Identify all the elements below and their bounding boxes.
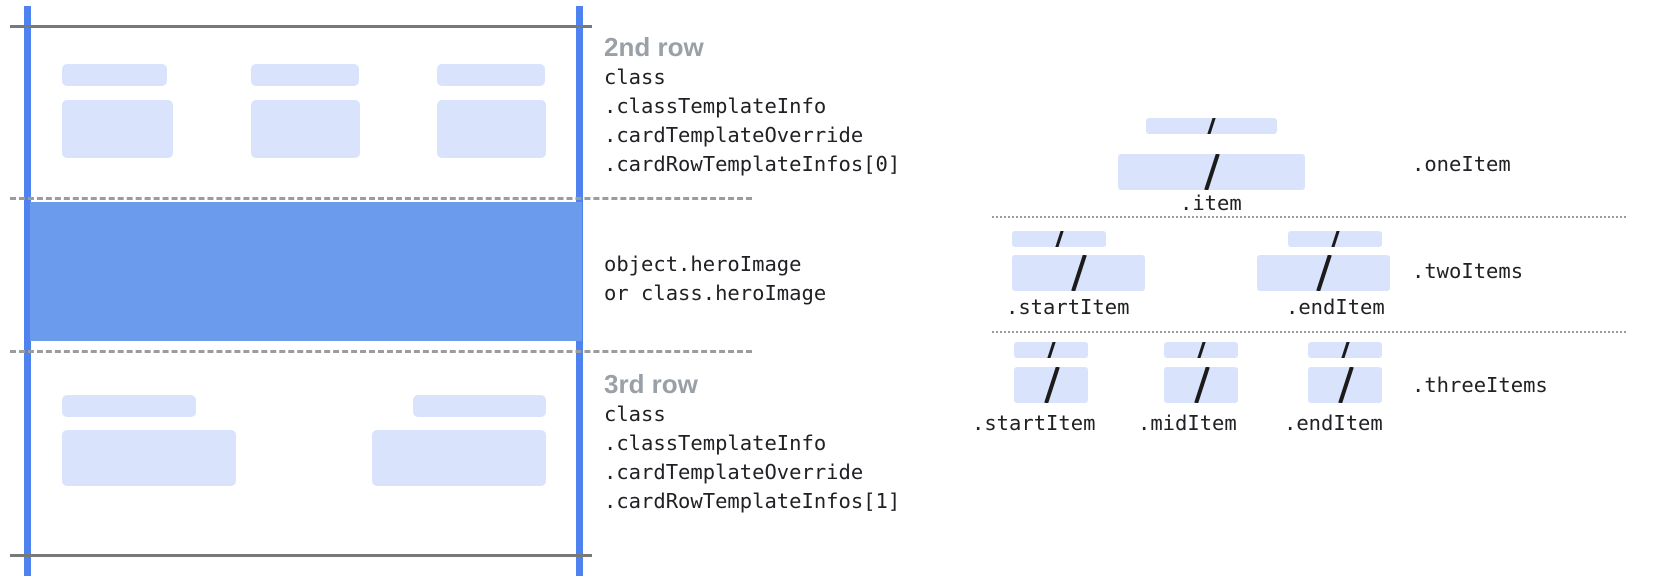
hero-row3-divider	[10, 350, 752, 353]
card-structure-diagram	[0, 0, 752, 584]
card-top-rule	[10, 25, 592, 28]
row2-col3-body-placeholder	[437, 100, 546, 158]
card-bottom-rule	[10, 554, 592, 557]
slash-icon	[1316, 255, 1332, 291]
slash-icon	[1340, 342, 1351, 358]
hero-annotation: object.heroImage or class.heroImage	[604, 250, 826, 308]
item-layout-diagram: .item .oneItem .startItem .endItem .twoI…	[950, 0, 1676, 584]
row2-col1-body-placeholder	[62, 100, 173, 158]
slash-icon	[1196, 342, 1207, 358]
row3-col1-body-placeholder	[62, 430, 236, 486]
slash-icon	[1338, 367, 1354, 403]
row2-annotation-title: 2nd row	[604, 32, 704, 62]
twoitems-startitem-caption: .startItem	[1006, 295, 1130, 319]
threeitems-miditem-caption: .midItem	[1138, 411, 1237, 435]
twoitems-group-label: .twoItems	[1412, 259, 1524, 283]
row2-col3-title-placeholder	[437, 64, 545, 86]
threeitems-miditem-title-placeholder	[1164, 342, 1238, 358]
oneitem-item-caption: .item	[1180, 191, 1242, 215]
twoitems-enditem-title-placeholder	[1288, 231, 1382, 247]
twoitems-threeitems-divider	[992, 331, 1626, 333]
slash-icon	[1046, 342, 1057, 358]
threeitems-group-label: .threeItems	[1412, 373, 1548, 397]
twoitems-enditem-placeholder	[1257, 255, 1390, 291]
threeitems-miditem-placeholder	[1164, 367, 1238, 403]
hero-image-block	[30, 202, 582, 341]
row2-annotation: 2nd row class .classTemplateInfo .cardTe…	[604, 31, 900, 179]
threeitems-startitem-title-placeholder	[1014, 342, 1088, 358]
threeitems-enditem-caption: .endItem	[1284, 411, 1383, 435]
oneitem-twoitems-divider	[992, 216, 1626, 218]
oneitem-item-title-placeholder	[1146, 118, 1277, 134]
threeitems-enditem-placeholder	[1308, 367, 1382, 403]
slash-icon	[1054, 231, 1065, 247]
slash-icon	[1194, 367, 1210, 403]
row3-annotation: 3rd row class .classTemplateInfo .cardTe…	[604, 368, 900, 516]
row2-hero-divider	[10, 197, 752, 200]
twoitems-enditem-caption: .endItem	[1286, 295, 1385, 319]
row3-annotation-code: class .classTemplateInfo .cardTemplateOv…	[604, 402, 901, 513]
threeitems-startitem-placeholder	[1014, 367, 1088, 403]
slash-icon	[1330, 231, 1341, 247]
row3-col1-title-placeholder	[62, 395, 196, 417]
slash-icon	[1204, 154, 1220, 190]
row2-col2-title-placeholder	[251, 64, 359, 86]
row3-annotation-title: 3rd row	[604, 369, 698, 399]
hero-annotation-code: object.heroImage or class.heroImage	[604, 252, 827, 305]
twoitems-startitem-placeholder	[1012, 255, 1145, 291]
twoitems-startitem-title-placeholder	[1012, 231, 1106, 247]
row3-col2-title-placeholder	[413, 395, 546, 417]
slash-icon	[1071, 255, 1087, 291]
oneitem-group-label: .oneItem	[1412, 152, 1511, 176]
card-left-edge-rule	[24, 6, 31, 576]
threeitems-startitem-caption: .startItem	[972, 411, 1096, 435]
row2-annotation-code: class .classTemplateInfo .cardTemplateOv…	[604, 65, 901, 176]
row2-col1-title-placeholder	[62, 64, 167, 86]
row2-col2-body-placeholder	[251, 100, 360, 158]
slash-icon	[1206, 118, 1217, 134]
oneitem-item-placeholder	[1118, 154, 1305, 190]
row3-col2-body-placeholder	[372, 430, 546, 486]
threeitems-enditem-title-placeholder	[1308, 342, 1382, 358]
slash-icon	[1044, 367, 1060, 403]
